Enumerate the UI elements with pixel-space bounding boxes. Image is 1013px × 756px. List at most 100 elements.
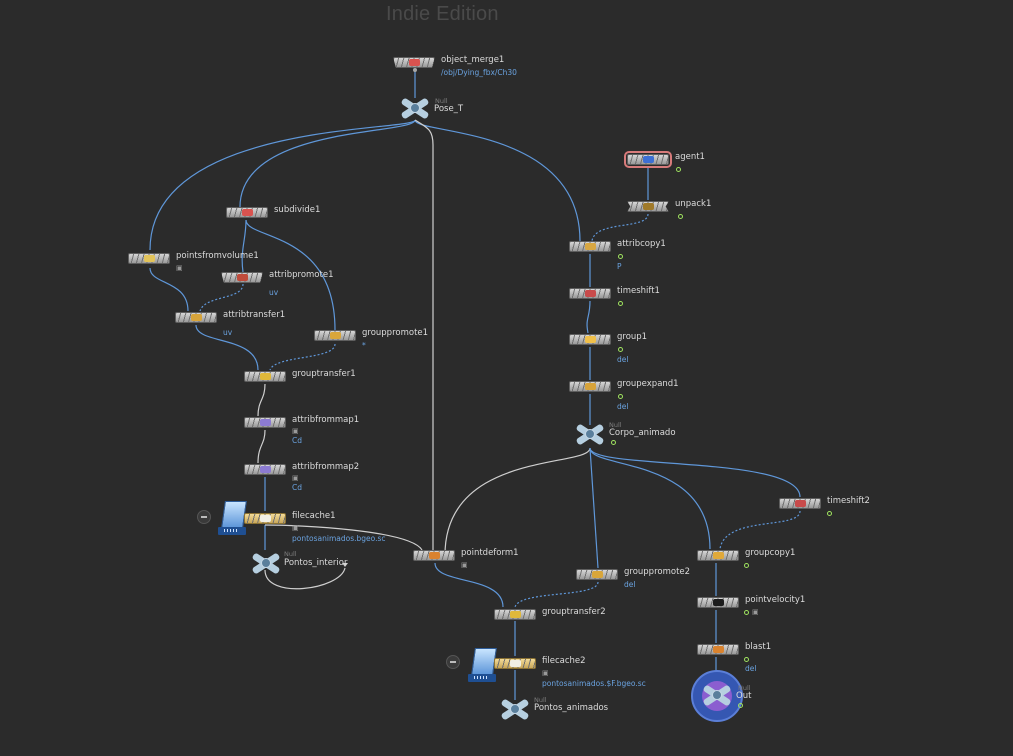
node-label: filecache1: [292, 511, 336, 521]
node-body[interactable]: [494, 658, 536, 669]
node-type-label: Null: [284, 550, 297, 558]
merge-icon: [409, 59, 420, 66]
display-flag-icon[interactable]: [678, 214, 683, 219]
node-body[interactable]: [697, 644, 739, 655]
node-parameter: Cd: [292, 436, 302, 445]
node-type-label: Null: [534, 696, 547, 704]
display-flag-icon[interactable]: [676, 167, 681, 172]
node-label: attribfrommap1: [292, 415, 360, 425]
display-flag-icon[interactable]: [738, 703, 743, 708]
null-icon[interactable]: [400, 97, 430, 120]
node-body[interactable]: [314, 330, 356, 341]
grouppromote-icon: [592, 571, 603, 578]
display-flag-icon[interactable]: [618, 254, 623, 259]
node-body[interactable]: [627, 201, 669, 212]
node-body[interactable]: [779, 498, 821, 509]
node-label: filecache2: [542, 656, 586, 666]
display-flag-icon[interactable]: [618, 394, 623, 399]
attribpromote-icon: [237, 274, 248, 281]
node-body[interactable]: [413, 550, 455, 561]
filecache-disk-icon: [218, 501, 247, 535]
node-pontos-interior-label: Pontos_interior: [284, 558, 348, 568]
node-label: attribcopy1: [617, 239, 666, 249]
node-label: groupcopy1: [745, 548, 796, 558]
node-type-label: Null: [435, 97, 448, 105]
node-body[interactable]: [569, 241, 611, 252]
node-body[interactable]: [494, 609, 536, 620]
node-out-label: Out: [736, 691, 752, 701]
node-label: attribtransfer1: [223, 310, 286, 320]
node-label: unpack1: [675, 199, 712, 209]
null-icon[interactable]: [702, 684, 732, 707]
node-label: object_merge1: [441, 55, 505, 65]
node-label: subdivide1: [274, 205, 321, 215]
subdivide-icon: [242, 209, 253, 216]
points-icon: [144, 255, 155, 262]
null-icon[interactable]: [500, 698, 530, 721]
node-parameter: *: [362, 341, 366, 350]
lock-icon: ▣: [176, 264, 183, 272]
output-connector[interactable]: [413, 68, 417, 72]
null-icon[interactable]: [251, 552, 281, 575]
edition-watermark: Indie Edition: [386, 3, 499, 25]
node-body[interactable]: [393, 57, 435, 68]
node-label: grouptransfer2: [542, 607, 606, 617]
lock-icon: ▣: [461, 561, 468, 569]
node-label: timeshift1: [617, 286, 660, 296]
lock-icon: ▣: [292, 474, 299, 482]
node-body[interactable]: [244, 417, 286, 428]
node-label: grouppromote2: [624, 567, 691, 577]
lock-icon: ▣: [292, 427, 299, 435]
group-icon: [585, 336, 596, 343]
node-body[interactable]: [226, 207, 268, 218]
display-flag-icon[interactable]: [618, 347, 623, 352]
node-body[interactable]: [697, 597, 739, 608]
node-label: group1: [617, 332, 648, 342]
node-pontos-animados-label: Pontos_animados: [534, 703, 609, 713]
node-body[interactable]: [697, 550, 739, 561]
agent-icon: [643, 156, 654, 163]
display-flag-icon[interactable]: [744, 657, 749, 662]
node-body[interactable]: [576, 569, 618, 580]
node-parameter: pontosanimados.$F.bgeo.sc: [542, 679, 646, 688]
display-flag-icon[interactable]: [744, 610, 749, 615]
display-flag-icon[interactable]: [744, 563, 749, 568]
node-body[interactable]: [569, 334, 611, 345]
display-flag-icon[interactable]: [611, 440, 616, 445]
node-label: attribfrommap2: [292, 462, 360, 472]
node-body[interactable]: [244, 464, 286, 475]
bypass-toggle-icon[interactable]: [446, 655, 460, 669]
bypass-toggle-icon[interactable]: [197, 510, 211, 524]
node-label: pointvelocity1: [745, 595, 806, 605]
grouptransfer-icon: [510, 611, 521, 618]
node-body[interactable]: [221, 272, 263, 283]
pointvelocity-icon: [713, 599, 724, 606]
node-parameter: del: [624, 580, 636, 589]
node-body[interactable]: [569, 381, 611, 392]
attribfrommap-icon: [260, 466, 271, 473]
unpack-icon: [643, 203, 654, 210]
node-label: grouppromote1: [362, 328, 429, 338]
lock-icon: ▣: [752, 608, 759, 616]
node-body[interactable]: [624, 151, 672, 168]
filecache-icon: [260, 515, 271, 522]
node-label: blast1: [745, 642, 772, 652]
grouppromote-icon: [330, 332, 341, 339]
node-body[interactable]: [244, 513, 286, 524]
node-body[interactable]: [244, 371, 286, 382]
node-label: attribpromote1: [269, 270, 334, 280]
node-label: agent1: [675, 152, 705, 162]
node-parameter: pontosanimados.bgeo.sc: [292, 534, 386, 543]
filecache-icon: [510, 660, 521, 667]
node-body[interactable]: [569, 288, 611, 299]
null-icon[interactable]: [575, 423, 605, 446]
node-body[interactable]: [175, 312, 217, 323]
display-flag-icon[interactable]: [827, 511, 832, 516]
node-parameter: del: [745, 664, 757, 673]
timeshift-icon: [585, 290, 596, 297]
display-flag-icon[interactable]: [618, 301, 623, 306]
node-body[interactable]: [128, 253, 170, 264]
groupcopy-icon: [713, 552, 724, 559]
node-parameter: Cd: [292, 483, 302, 492]
